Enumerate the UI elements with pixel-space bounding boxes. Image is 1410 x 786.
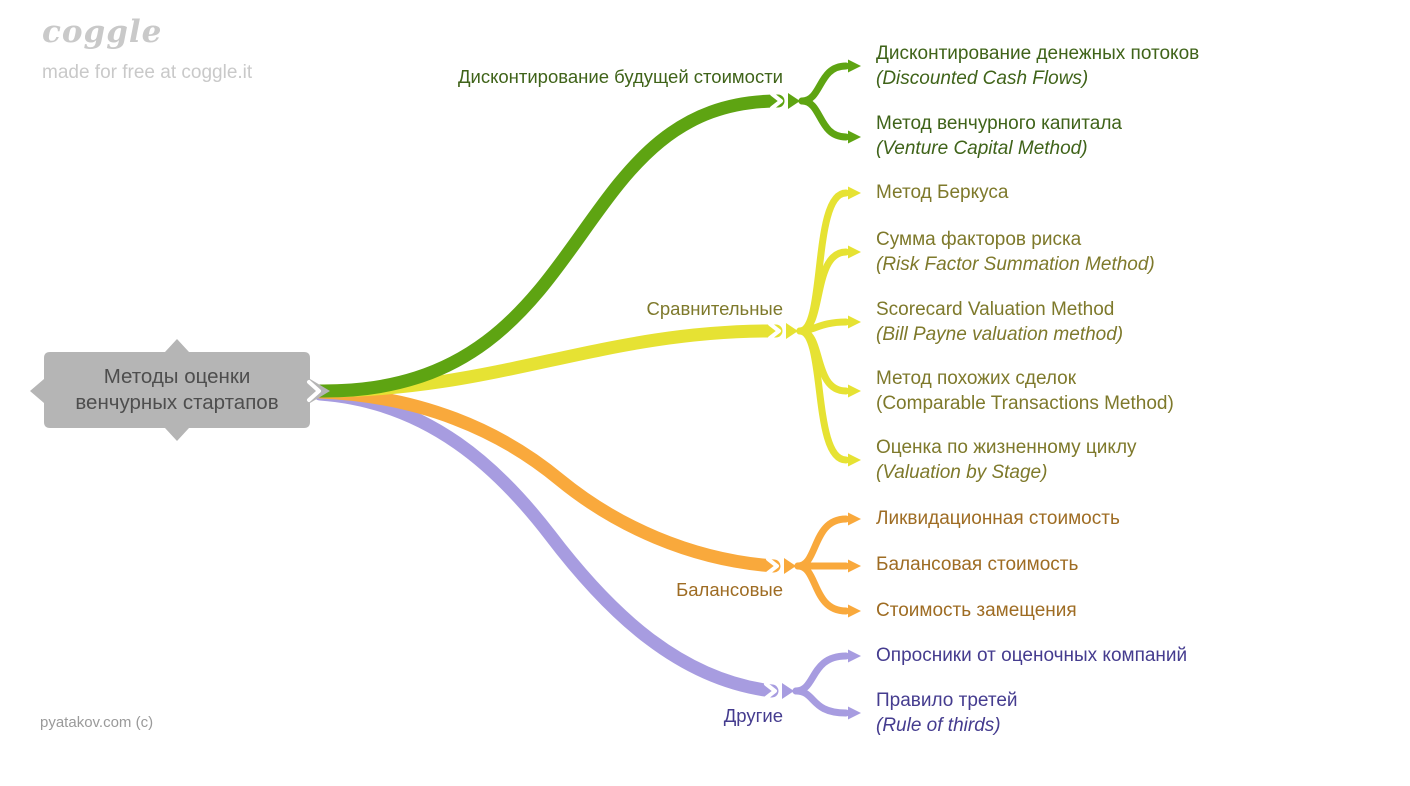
child-arrow-icon — [848, 453, 861, 467]
child-subtitle: (Discounted Cash Flows) — [876, 67, 1089, 89]
root-label-line2: венчурных стартапов — [75, 391, 279, 414]
child-subtitle: (Bill Payne valuation method) — [876, 323, 1124, 345]
child-title: Оценка по жизненному циклу — [876, 437, 1137, 458]
fork-notch-icon — [770, 92, 783, 110]
node-risk-factor-summation[interactable]: Сумма факторов риска (Risk Factor Summat… — [876, 228, 1155, 277]
child-title: Стоимость замещения — [876, 600, 1077, 621]
branch-green-main — [313, 94, 785, 398]
branch-yellow-child-strand — [796, 327, 850, 464]
child-subtitle: (Risk Factor Summation Method) — [876, 253, 1155, 275]
child-arrow-icon — [848, 559, 861, 573]
branch-green-child-strand — [798, 97, 850, 141]
child-title: Балансовая стоимость — [876, 554, 1079, 575]
child-arrow-icon — [848, 59, 861, 73]
branch-label-balance[interactable]: Балансовые — [676, 579, 783, 600]
branch-arrow-tip — [788, 93, 800, 109]
child-arrow-icon — [848, 512, 861, 526]
child-arrow-icon — [848, 186, 861, 200]
child-arrow-icon — [848, 384, 861, 398]
child-arrow-icon — [848, 706, 861, 720]
fork-notch-icon — [764, 682, 777, 700]
branch-yellow-child-strand — [796, 189, 850, 335]
branch-purple-strands — [313, 387, 861, 720]
branch-purple-main — [313, 387, 779, 698]
credit-text: pyatakov.com (c) — [40, 714, 154, 731]
child-title: Дисконтирование денежных потоков — [876, 43, 1200, 64]
coggle-tagline: made for free at coggle.it — [42, 62, 253, 83]
child-arrow-icon — [848, 315, 861, 329]
branch-arrow-tip — [786, 323, 798, 339]
child-subtitle: (Rule of thirds) — [876, 714, 1001, 736]
branch-label-comparative[interactable]: Сравнительные — [646, 298, 784, 319]
child-title: Опросники от оценочных компаний — [876, 645, 1188, 666]
branch-orange-main — [313, 385, 781, 573]
child-title: Правило третей — [876, 690, 1018, 711]
child-subtitle: (Venture Capital Method) — [876, 137, 1088, 159]
branch-label-other[interactable]: Другие — [723, 705, 783, 726]
branch-green-strands — [313, 59, 861, 398]
fork-notch-icon — [766, 557, 779, 575]
root-label-line1: Методы оценки — [103, 365, 251, 388]
child-title: Ликвидационная стоимость — [876, 508, 1120, 529]
branch-label-discounting[interactable]: Дисконтирование будущей стоимости — [457, 66, 783, 87]
branch-purple-child-strand — [792, 652, 850, 695]
node-liquidation-value[interactable]: Ликвидационная стоимость — [876, 507, 1120, 532]
branch-arrow-tip — [784, 558, 796, 574]
branch-orange-child-strand — [794, 515, 850, 570]
child-title: Сумма факторов риска — [876, 229, 1082, 250]
branch-orange-child-strand — [794, 562, 850, 615]
node-book-value[interactable]: Балансовая стоимость — [876, 553, 1078, 578]
child-title: Метод Беркуса — [876, 182, 1009, 203]
node-berkus-method[interactable]: Метод Беркуса — [876, 181, 1008, 206]
node-valuation-by-stage[interactable]: Оценка по жизненному циклу (Valuation by… — [876, 436, 1137, 485]
root-node-box[interactable] — [30, 339, 330, 441]
node-scorecard-valuation[interactable]: Scorecard Valuation Method (Bill Payne v… — [876, 298, 1123, 347]
node-discounted-cash-flows[interactable]: Дисконтирование денежных потоков (Discou… — [876, 42, 1199, 91]
child-subtitle: (Comparable Transactions Method) — [876, 392, 1174, 414]
child-arrow-icon — [848, 245, 861, 259]
child-arrow-icon — [848, 604, 861, 618]
node-replacement-cost[interactable]: Стоимость замещения — [876, 599, 1077, 624]
child-subtitle: (Valuation by Stage) — [876, 461, 1048, 483]
node-venture-capital-method[interactable]: Метод венчурного капитала (Venture Capit… — [876, 112, 1122, 161]
branch-orange-strands — [313, 385, 861, 618]
root-node-label[interactable]: Методы оценки венчурных стартапов — [44, 352, 310, 428]
branch-arrow-tip — [782, 683, 794, 699]
node-appraisal-questionnaires[interactable]: Опросники от оценочных компаний — [876, 644, 1187, 669]
child-title: Метод похожих сделок — [876, 368, 1077, 389]
child-arrow-icon — [848, 649, 861, 663]
node-rule-of-thirds[interactable]: Правило третей (Rule of thirds) — [876, 689, 1018, 738]
coggle-logo: coggle — [42, 14, 163, 50]
fork-notch-icon — [768, 322, 781, 340]
child-title: Метод венчурного капитала — [876, 113, 1122, 134]
branch-green-child-strand — [798, 62, 850, 105]
node-comparable-transactions[interactable]: Метод похожих сделок (Comparable Transac… — [876, 367, 1174, 416]
root-node-shape[interactable] — [30, 339, 330, 441]
root-notch-icon — [307, 380, 321, 402]
branch-purple-child-strand — [792, 687, 850, 717]
child-title: Scorecard Valuation Method — [876, 299, 1115, 320]
child-arrow-icon — [848, 130, 861, 144]
